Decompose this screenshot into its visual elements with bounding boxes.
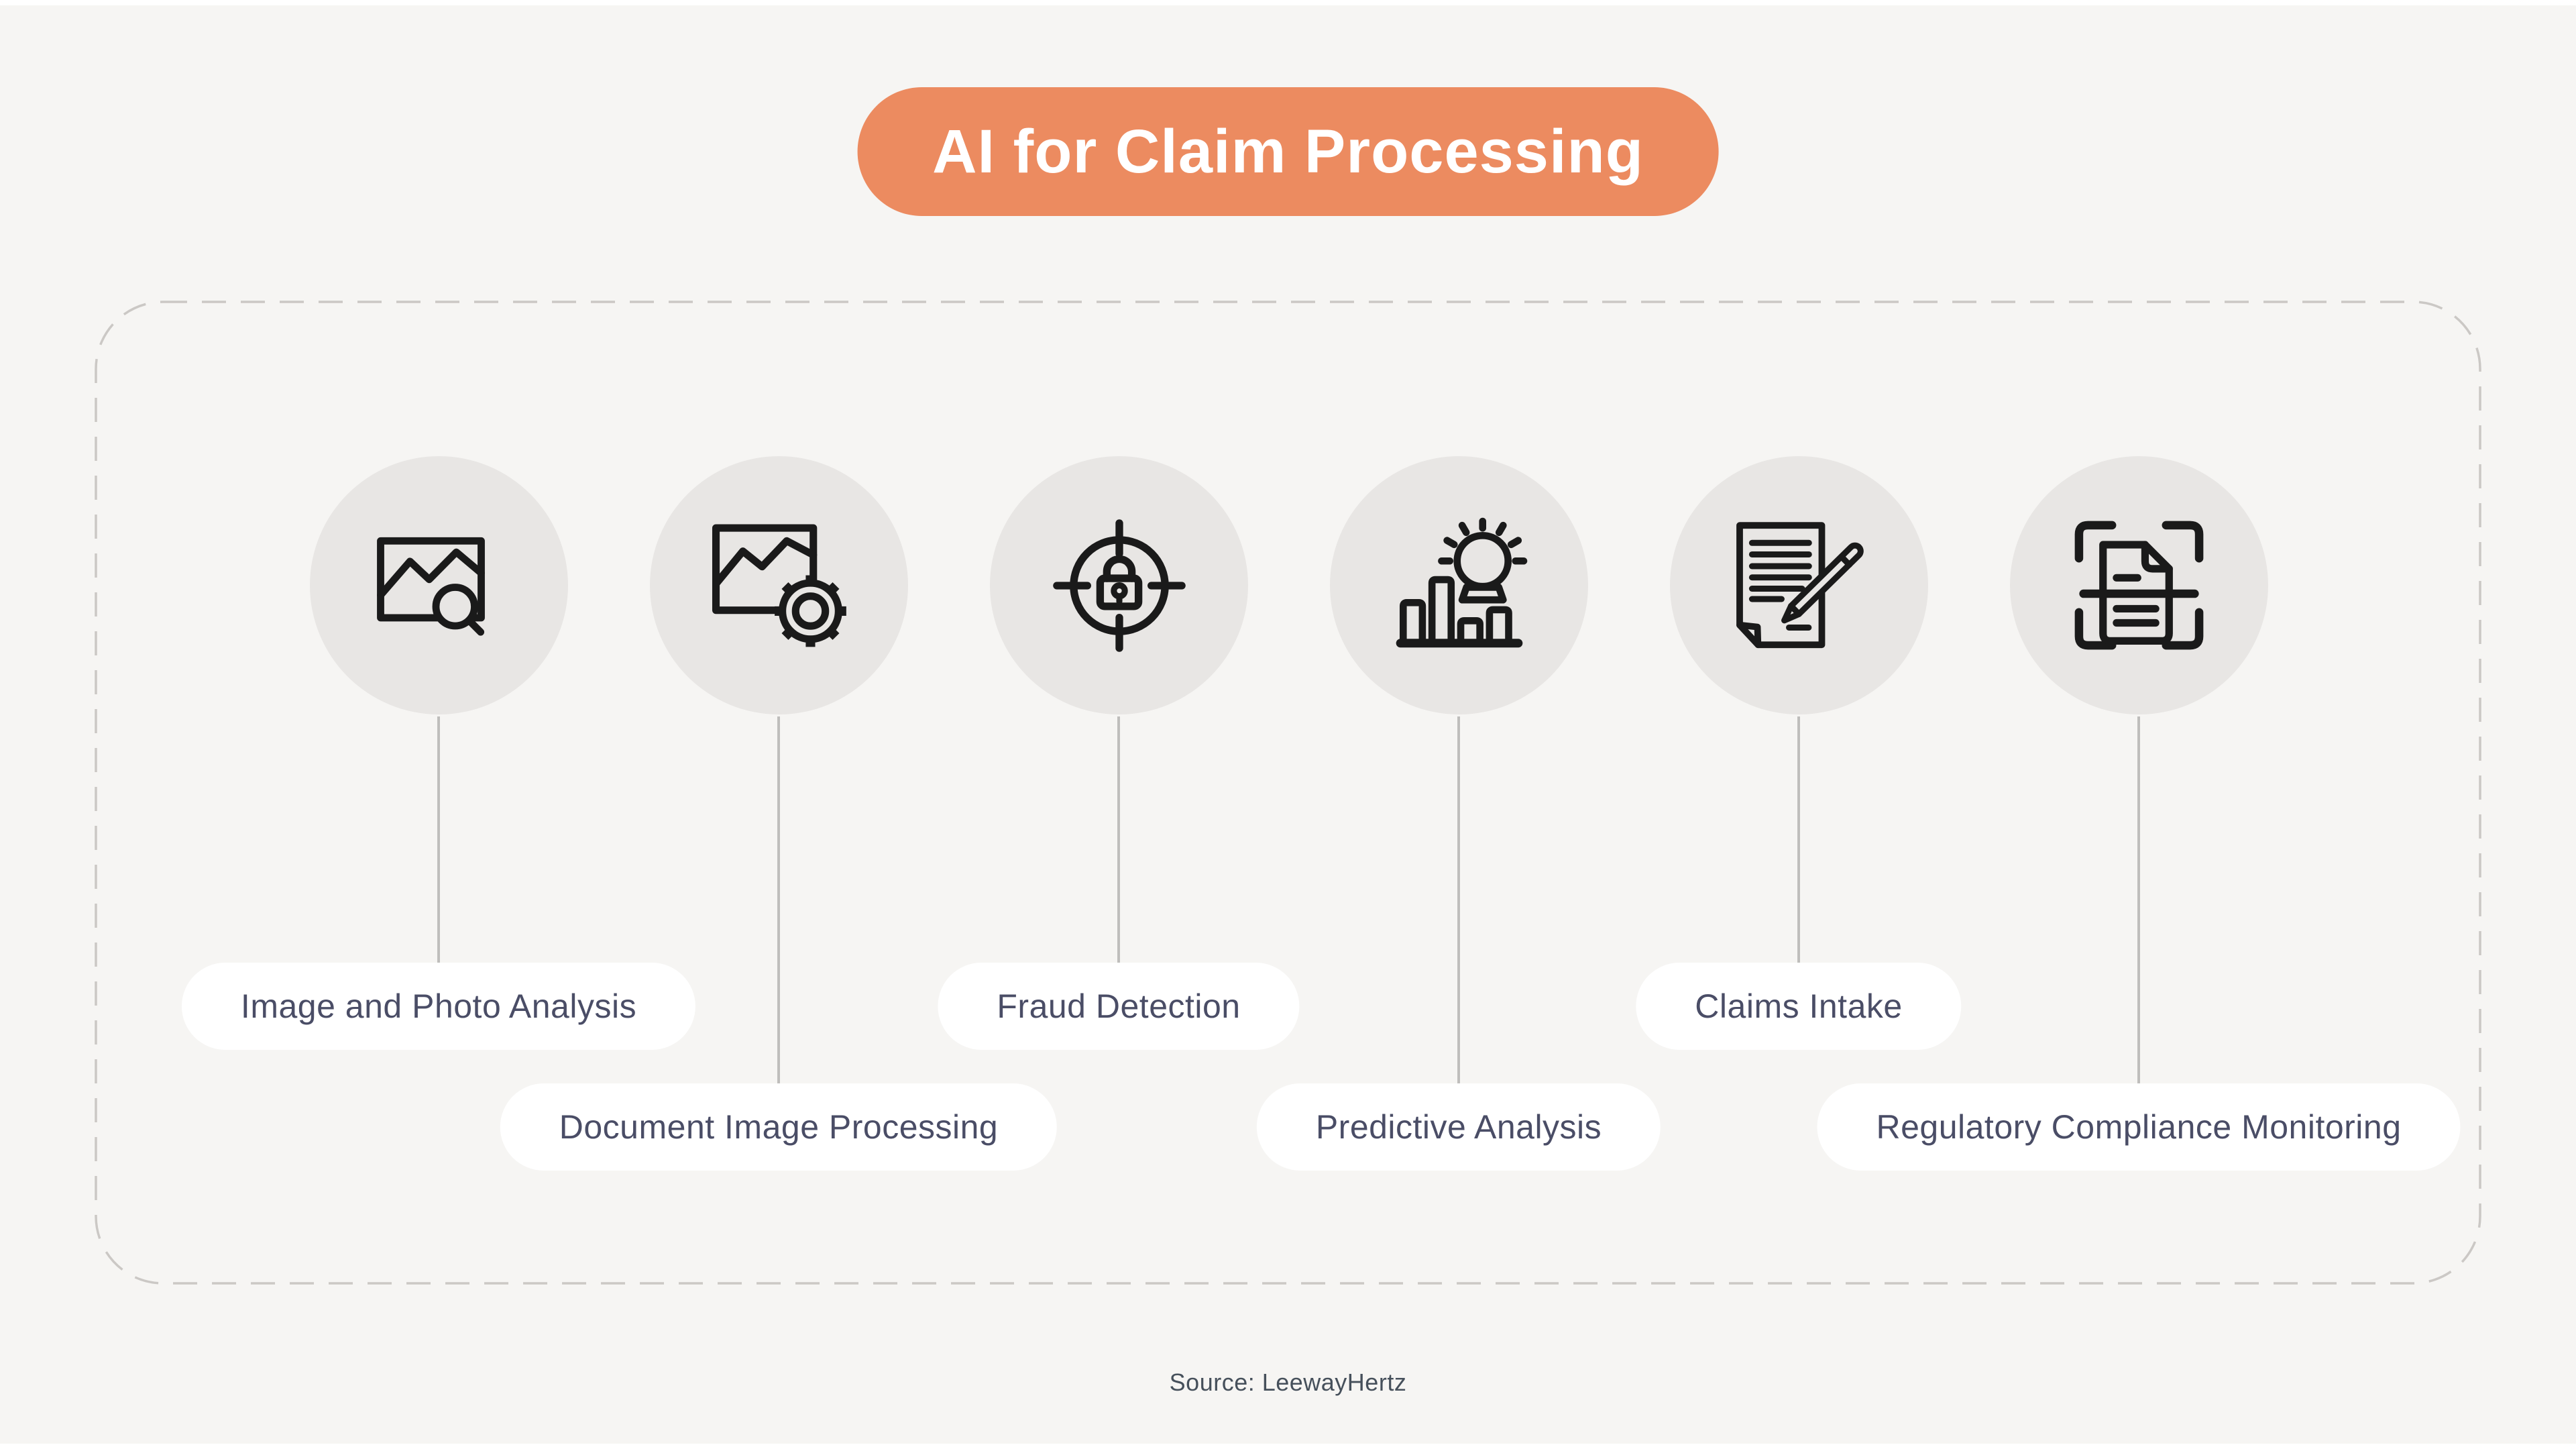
image-search-icon [376, 537, 485, 636]
source-caption: Source: LeewayHertz [1169, 1368, 1407, 1396]
bottom-edge-strip [0, 1444, 2576, 1449]
feature-label: Regulatory Compliance Monitoring [1876, 1108, 2402, 1146]
feature-circle [990, 456, 1248, 714]
feature-label: Fraud Detection [997, 987, 1241, 1025]
connector-line [437, 716, 440, 966]
connector-line [777, 716, 780, 1087]
feature-circle [650, 456, 908, 714]
forecast-chart-icon [1396, 517, 1527, 647]
top-edge-strip [0, 0, 2576, 5]
target-lock-icon [1052, 519, 1186, 652]
feature-label-pill: Fraud Detection [938, 963, 1300, 1050]
feature-circle [2010, 456, 2268, 714]
feature-label: Claims Intake [1695, 987, 1903, 1025]
connector-line [1117, 716, 1120, 966]
feature-label-pill: Predictive Analysis [1256, 1083, 1661, 1171]
feature-circle [1330, 456, 1588, 714]
feature-label-pill: Image and Photo Analysis [181, 963, 696, 1050]
feature-label-pill: Claims Intake [1636, 963, 1962, 1050]
document-pen-icon [1736, 521, 1864, 648]
dashed-border-panel [95, 301, 2481, 1285]
connector-line [1797, 716, 1800, 966]
feature-label: Document Image Processing [559, 1108, 999, 1146]
feature-label: Predictive Analysis [1315, 1108, 1602, 1146]
page-title: AI for Claim Processing [932, 117, 1644, 186]
document-scan-icon [2074, 521, 2204, 650]
feature-label-pill: Regulatory Compliance Monitoring [1817, 1083, 2461, 1171]
connector-line [1457, 716, 1460, 1087]
connector-line [2137, 716, 2140, 1087]
feature-label: Image and Photo Analysis [240, 987, 637, 1025]
feature-circle [1670, 456, 1928, 714]
image-gear-icon [712, 524, 846, 647]
title-banner: AI for Claim Processing [857, 87, 1719, 216]
feature-label-pill: Document Image Processing [500, 1083, 1058, 1171]
feature-circle [310, 456, 568, 714]
